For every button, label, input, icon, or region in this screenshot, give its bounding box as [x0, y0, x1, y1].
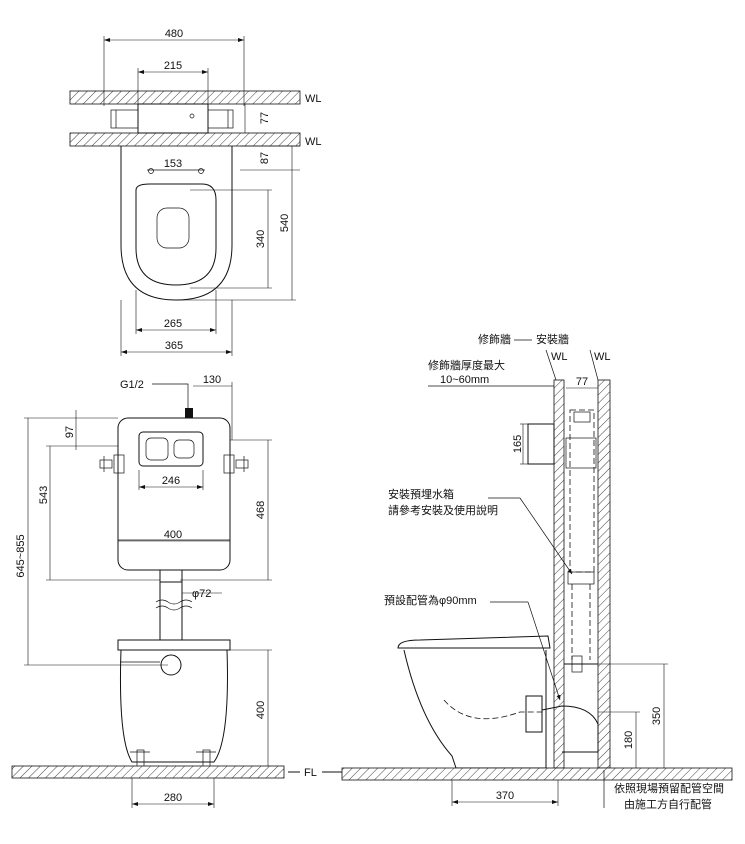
side-view: 修飾牆 安裝牆 WL WL 修飾牆厚度最大 10~60mm 77 165 安裝預… [341, 332, 733, 811]
water-inlet [185, 408, 193, 418]
dim-540: 540 [279, 214, 291, 232]
wl-label-1: WL [305, 93, 322, 105]
floor-left [11, 765, 285, 779]
cistern-side [569, 409, 595, 573]
waste-outlet [525, 695, 543, 733]
dim-400-width: 400 [164, 529, 182, 541]
toilet-front-seat [117, 639, 231, 651]
top-view: WL WL 480 215 77 87 153 [69, 28, 322, 356]
cistern-note-1: 安裝預埋水箱 [388, 487, 454, 501]
dim-370: 370 [496, 790, 514, 802]
toilet-front-body [119, 649, 228, 763]
dim-400-height: 400 [255, 701, 267, 719]
dim-87-top: 87 [259, 152, 271, 164]
wall-top-upper [69, 90, 301, 105]
dim-77-top: 77 [259, 112, 271, 124]
site-note-2: 由施工方自行配管 [624, 797, 712, 811]
flush-button-side [527, 423, 555, 465]
flush-inlet-front [160, 654, 182, 676]
fl-label: FL [304, 767, 317, 779]
front-view: G1/2 130 97 246 [11, 374, 342, 808]
dim-215: 215 [164, 60, 182, 72]
wall-top-lower [69, 132, 301, 147]
toilet-side-body [403, 649, 547, 769]
dim-77-side: 77 [576, 376, 588, 388]
dim-280: 280 [164, 792, 182, 804]
dim-645-855: 645~855 [15, 534, 27, 577]
dim-350: 350 [651, 707, 663, 725]
finish-wall-range: 10~60mm [440, 374, 489, 386]
dim-97: 97 [64, 426, 76, 438]
floor-fixings [130, 749, 216, 769]
site-note-1: 依照現場預留配管空間 [614, 781, 724, 795]
cistern-note-2: 請參考安裝及使用說明 [388, 503, 498, 517]
wl-label-2: WL [305, 136, 322, 148]
dim-365: 365 [165, 340, 183, 352]
flush-pipe-connector [159, 569, 183, 583]
toilet-seat-plan [135, 183, 217, 286]
wl-side-2: WL [594, 351, 611, 363]
dim-265: 265 [164, 318, 182, 330]
cistern-front [117, 417, 231, 571]
dim-468: 468 [255, 501, 267, 519]
dim-130: 130 [203, 374, 221, 386]
wl-side-1: WL [551, 351, 568, 363]
dim-340: 340 [255, 230, 267, 248]
dim-153: 153 [164, 158, 182, 170]
install-wall-label: 安裝牆 [536, 332, 569, 346]
dim-165: 165 [512, 435, 524, 453]
toilet-bowl-opening [156, 207, 190, 249]
dim-480: 480 [165, 28, 183, 40]
dim-phi72: φ72 [192, 588, 211, 600]
finish-wall-thickness-label: 修飾牆厚度最大 [428, 358, 505, 372]
cistern-brackets [99, 454, 249, 474]
floor-right [341, 767, 733, 781]
flush-plate [138, 431, 204, 467]
dim-180: 180 [623, 731, 635, 749]
finish-wall-label: 修飾牆 [478, 332, 511, 346]
thread-label: G1/2 [120, 379, 144, 391]
dim-246: 246 [162, 475, 180, 487]
cistern-plan [137, 103, 209, 134]
finish-wall [553, 379, 565, 769]
install-wall [597, 379, 611, 769]
dim-543: 543 [38, 486, 50, 504]
toilet-side-seat [397, 635, 551, 649]
pipe-note: 預設配管為φ90mm [384, 593, 477, 607]
